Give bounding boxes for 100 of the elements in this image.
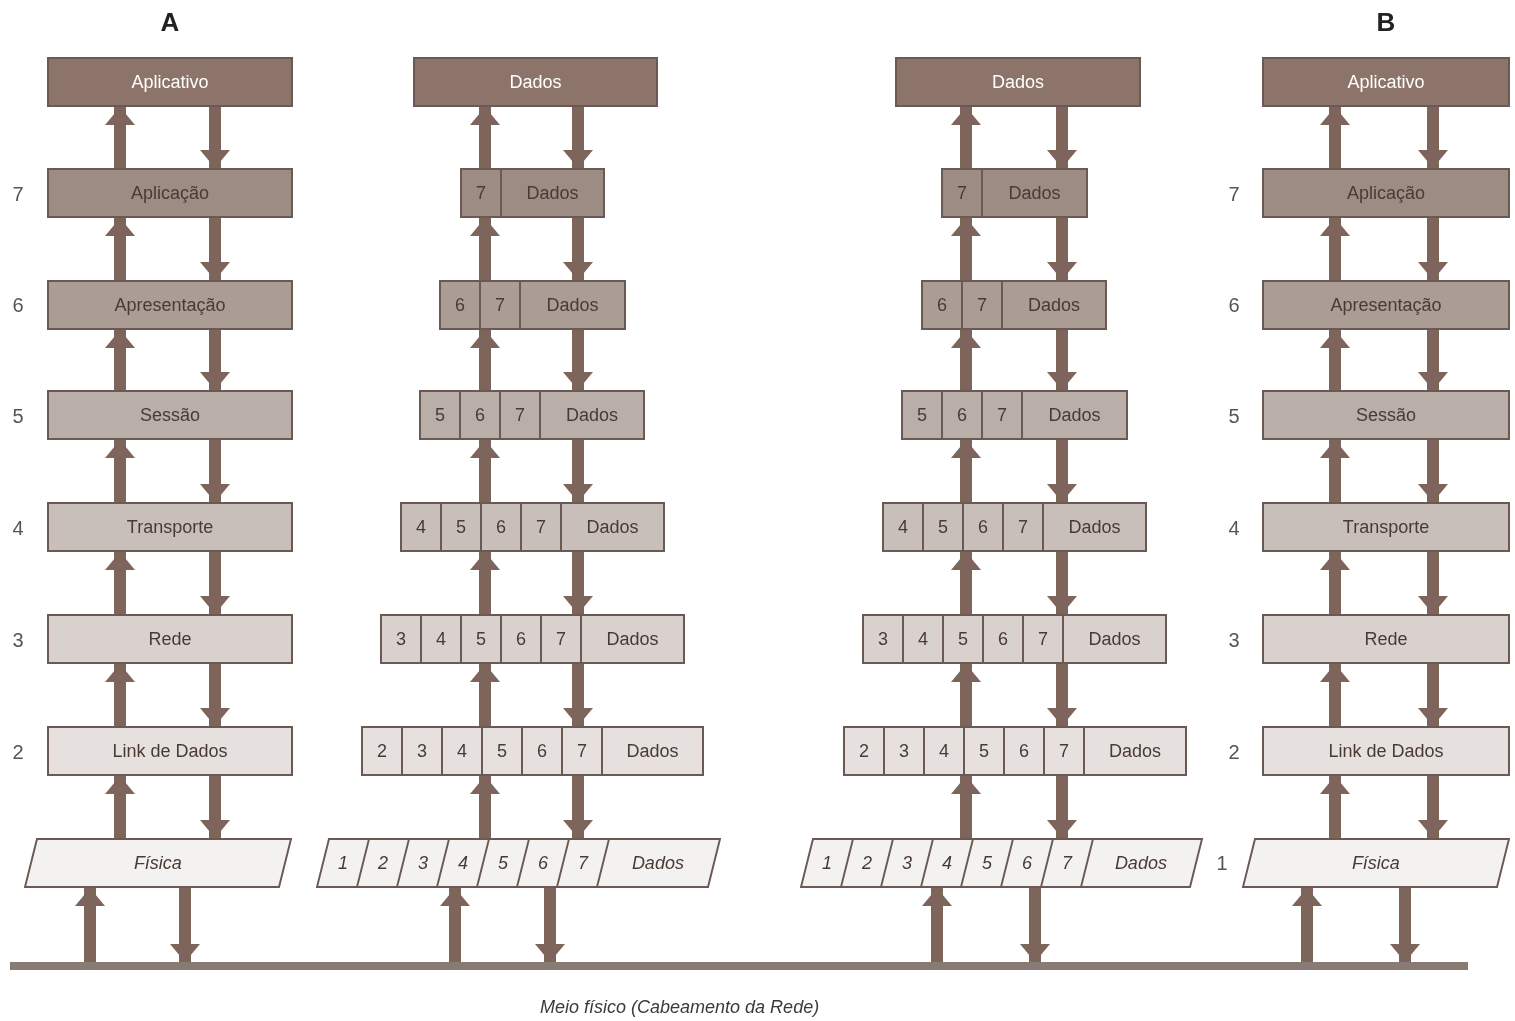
encapsulated-packet-box [901,390,1128,440]
layer-label: Apresentação [114,293,226,317]
block-arrow [170,888,200,962]
header-number: 6 [496,515,506,539]
data-label: Dados [526,181,579,205]
block-arrow [1047,664,1077,726]
layer-label: Aplicativo [131,70,209,94]
block-arrow [470,330,500,390]
encapsulated-packet-box [400,502,665,552]
block-arrow [200,776,230,838]
block-arrow [1418,664,1448,726]
block-arrow [563,330,593,390]
header-number: 6 [516,627,526,651]
header-number: 4 [939,739,949,763]
layer-label: Dados [509,70,562,94]
header-number: 6 [998,627,1008,651]
layer-number: 5 [1228,404,1240,429]
header-number: 5 [958,627,968,651]
segment-label: 7 [578,851,588,875]
layer-box [1262,168,1510,218]
layer-label: Transporte [1342,515,1430,539]
block-arrow [1320,330,1350,390]
encapsulated-packet-box [361,726,704,776]
block-arrow [440,888,470,962]
layer-number: 2 [12,740,24,765]
data-label: Dados [1008,181,1061,205]
layer-box [1262,614,1510,664]
header-number: 7 [515,403,525,427]
segment-label: 1 [822,851,832,875]
header-number: 6 [1019,739,1029,763]
block-arrow [105,776,135,838]
block-arrow [1047,107,1077,168]
block-arrow [563,552,593,614]
layer-label: Transporte [126,515,214,539]
layer-box [1262,502,1510,552]
segment-label: 1 [338,851,348,875]
block-arrow [200,440,230,502]
segment-label: 2 [378,851,388,875]
encapsulated-packet-box [921,280,1107,330]
block-arrow [200,107,230,168]
layer-label: Aplicação [1346,181,1425,205]
block-arrow [951,218,981,280]
block-arrow [1320,776,1350,838]
block-arrow [105,664,135,726]
header-number: 3 [396,627,406,651]
block-arrow [1320,664,1350,726]
block-arrow [1320,552,1350,614]
layer-box [1262,57,1510,107]
block-arrow [1418,218,1448,280]
segment-label: 6 [538,851,548,875]
header-number: 3 [417,739,427,763]
block-arrow [200,218,230,280]
header-number: 7 [997,403,1007,427]
header-number: 4 [436,627,446,651]
segment-label: 3 [902,851,912,875]
block-arrow [470,776,500,838]
header-number: 5 [456,515,466,539]
header-number: 7 [495,293,505,317]
layer-label: Sessão [139,403,200,427]
segment-label: 5 [498,851,508,875]
data-label: Dados [626,739,679,763]
block-arrow [951,107,981,168]
data-label: Dados [546,293,599,317]
layer-number: 3 [1228,628,1240,653]
segment-label: 4 [942,851,952,875]
layer-label: Aplicativo [1347,70,1425,94]
block-arrow [951,664,981,726]
block-arrow [1320,440,1350,502]
layer-box [895,57,1141,107]
layer-number: 1 [1216,851,1228,876]
header-number: 2 [859,739,869,763]
layer-box [47,168,293,218]
block-arrow [1047,218,1077,280]
block-arrow [951,552,981,614]
encapsulated-packet-box [843,726,1187,776]
header-number: 7 [577,739,587,763]
layer-box [47,390,293,440]
segment-label: Dados [1115,851,1168,875]
block-arrow [1047,776,1077,838]
layer-box [1262,280,1510,330]
header-number: 6 [978,515,988,539]
header-number: 5 [497,739,507,763]
header-number: 6 [937,293,947,317]
layer-box [47,280,293,330]
layer-number: 6 [1228,293,1240,318]
block-arrow [1320,107,1350,168]
header-number: 7 [1018,515,1028,539]
block-arrow [1418,330,1448,390]
segment-label: 7 [1062,851,1072,875]
block-arrow [200,664,230,726]
encapsulated-packet-box [862,614,1167,664]
block-arrow [1418,776,1448,838]
layer-box [47,502,293,552]
layer-label: Rede [148,627,192,651]
data-label: Dados [1068,515,1121,539]
header-number: 7 [1038,627,1048,651]
header-number: 6 [455,293,465,317]
block-arrow [105,107,135,168]
layer-label: Apresentação [1330,293,1442,317]
block-arrow [1047,552,1077,614]
